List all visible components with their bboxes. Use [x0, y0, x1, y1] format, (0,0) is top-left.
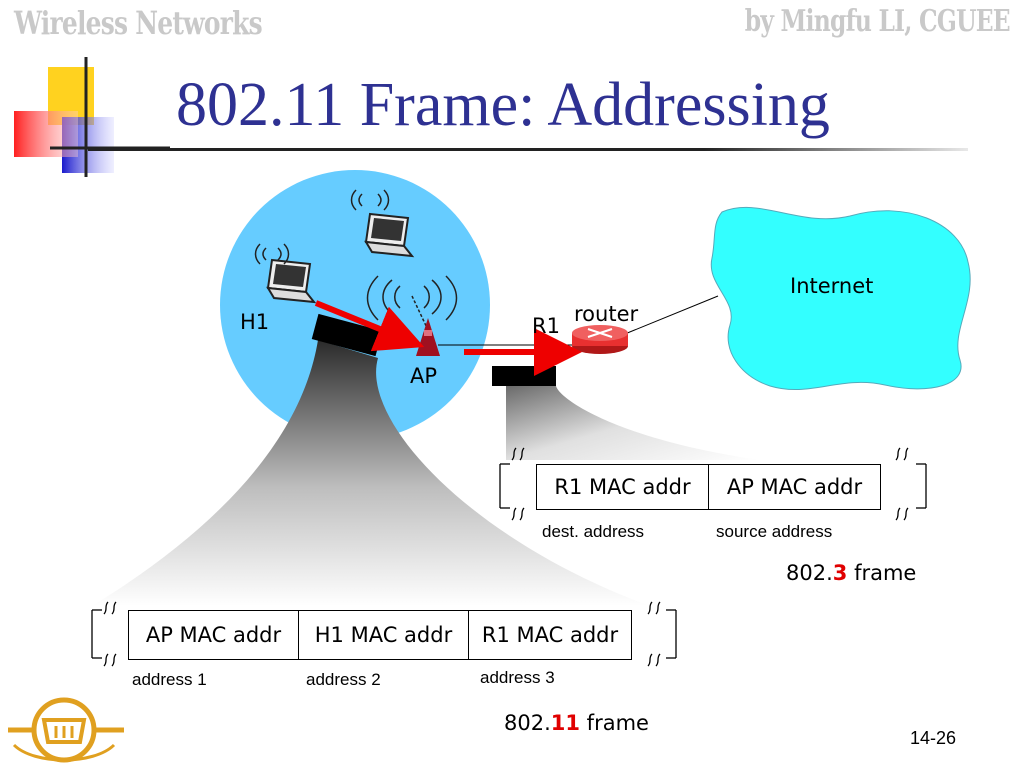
- header-course-title: Wireless Networks: [14, 4, 263, 42]
- frame-8023-caption-source: source address: [716, 522, 833, 541]
- frame-8023: R1 MAC addr AP MAC addr: [536, 464, 881, 510]
- laptop-icon: [350, 189, 415, 258]
- beam-8023: [506, 386, 760, 460]
- header-author: by Mingfu LI, CGUEE: [744, 4, 1011, 39]
- frame-8023-caption-dest: dest. address: [542, 522, 645, 541]
- laptop-icon: [254, 243, 317, 304]
- frame-block-80211: [311, 313, 383, 357]
- frame-8023-field-source: AP MAC addr: [708, 465, 880, 509]
- frame-80211-field-2: H1 MAC addr: [298, 611, 468, 659]
- arrow-h1-to-ap: [314, 300, 425, 352]
- break-marker-icon: [499, 447, 927, 521]
- frame-80211-caption-3: address 3: [480, 668, 555, 687]
- frame-80211-field-1: AP MAC addr: [128, 611, 298, 659]
- page-number: 14-26: [910, 728, 957, 748]
- cloud-icon: [710, 207, 971, 390]
- frame-8023-field-dest: R1 MAC addr: [536, 465, 708, 509]
- r1-label: R1: [532, 314, 560, 338]
- internet-label: Internet: [790, 274, 874, 298]
- frame-8023-type-suffix: frame: [847, 561, 917, 585]
- frame-80211: AP MAC addr H1 MAC addr R1 MAC addr: [128, 610, 632, 660]
- break-marker-icon: [91, 601, 677, 667]
- title-underline: [88, 148, 968, 151]
- router-icon: [572, 325, 628, 354]
- frame-block-8023: [492, 366, 556, 386]
- frame-80211-type-suffix: frame: [580, 711, 649, 735]
- ap-label: AP: [410, 364, 438, 388]
- h1-label: H1: [240, 310, 270, 334]
- frame-80211-type-label: 802.11 frame: [504, 711, 649, 735]
- router-label: router: [574, 302, 639, 326]
- frame-80211-type-prefix: 802.: [504, 711, 551, 735]
- frame-8023-type-number: 3: [832, 561, 848, 585]
- beam-80211: [92, 340, 650, 606]
- slide-title: 802.11 Frame: Addressing: [176, 71, 830, 139]
- frame-8023-type-label: 802.3 frame: [786, 561, 916, 585]
- cgu-logo-icon: [8, 697, 124, 763]
- frame-80211-field-3: R1 MAC addr: [468, 611, 632, 659]
- frame-8023-type-prefix: 802.: [786, 561, 833, 585]
- wireless-cell: [220, 170, 490, 440]
- frame-80211-caption-1: address 1: [132, 670, 207, 689]
- frame-80211-type-number: 11: [550, 711, 580, 735]
- frame-80211-caption-2: address 2: [306, 670, 381, 689]
